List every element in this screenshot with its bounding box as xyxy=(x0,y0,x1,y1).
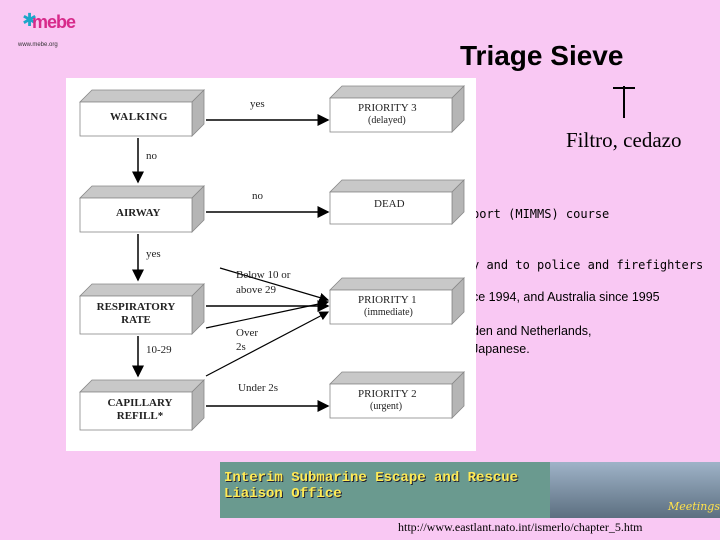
respiratory-box xyxy=(79,283,205,335)
priority2-label: PRIORITY 2 xyxy=(358,388,417,400)
yes-label-airway: yes xyxy=(146,248,161,260)
dead-box xyxy=(329,179,465,225)
priority3-label: PRIORITY 3 xyxy=(358,102,417,114)
dead-label: DEAD xyxy=(374,198,405,210)
ship-photo xyxy=(550,462,720,518)
over-label: Over 2s xyxy=(236,327,258,353)
bullet-text-1: port (MIMMS) course xyxy=(472,207,610,221)
capillary-label: CAPILLARY REFILL* xyxy=(107,397,173,422)
mebe-logo: ✱ mebe www.mebe.org xyxy=(18,10,78,52)
logo-text: mebe xyxy=(32,12,76,32)
no-label-airway: no xyxy=(252,190,263,202)
airway-box xyxy=(79,185,205,233)
priority1-label: PRIORITY 1 xyxy=(358,294,417,306)
no-label-walking: no xyxy=(146,150,157,162)
ismerlo-banner[interactable]: Interim Submarine Escape and Rescue Liai… xyxy=(220,462,720,518)
banner-badge: Meetings xyxy=(668,500,720,513)
bullet-text-3: ce 1994, and Australia since 1995 xyxy=(472,290,660,304)
under-label: Under 2s xyxy=(238,382,279,394)
bullet-text-2: y and to police and firefighters xyxy=(472,258,704,272)
priority2-sub: (urgent) xyxy=(370,401,403,412)
priority3-sub: (delayed) xyxy=(368,115,406,126)
priority1-box xyxy=(329,277,465,325)
banner-line1: Interim Submarine Escape and Rescue xyxy=(224,470,519,486)
priority3-box xyxy=(329,85,465,133)
priority2-box xyxy=(329,371,465,419)
title-translation-note: Filtro, cedazo xyxy=(566,128,682,152)
bullet-text-5: Japanese. xyxy=(472,342,530,356)
source-url-link[interactable]: http://www.eastlant.nato.int/ismerlo/cha… xyxy=(398,520,643,534)
banner-line2: Liaison Office xyxy=(224,486,342,502)
up-arrow-icon xyxy=(613,86,635,118)
airway-label: AIRWAY xyxy=(116,207,161,219)
yes-label-walking: yes xyxy=(250,98,265,110)
range-label: 10-29 xyxy=(146,344,172,356)
capillary-box xyxy=(79,379,205,431)
walking-label: WALKING xyxy=(110,111,168,123)
snowflake-icon: ✱ xyxy=(22,10,38,31)
slide-title: Triage Sieve xyxy=(460,40,624,71)
respiratory-label: RESPIRATORY RATE xyxy=(96,301,176,326)
logo-subtext: www.mebe.org xyxy=(18,42,58,48)
below-above-label: Below 10 or above 29 xyxy=(236,269,291,296)
bullet-text-4: den and Netherlands, xyxy=(472,324,592,338)
walking-box xyxy=(79,89,205,137)
flowchart-graphic xyxy=(79,85,465,431)
priority1-sub: (immediate) xyxy=(364,307,413,318)
triage-flowchart: WALKING AIRWAY RESPIRATORY RATE CAPILLAR… xyxy=(66,78,476,451)
